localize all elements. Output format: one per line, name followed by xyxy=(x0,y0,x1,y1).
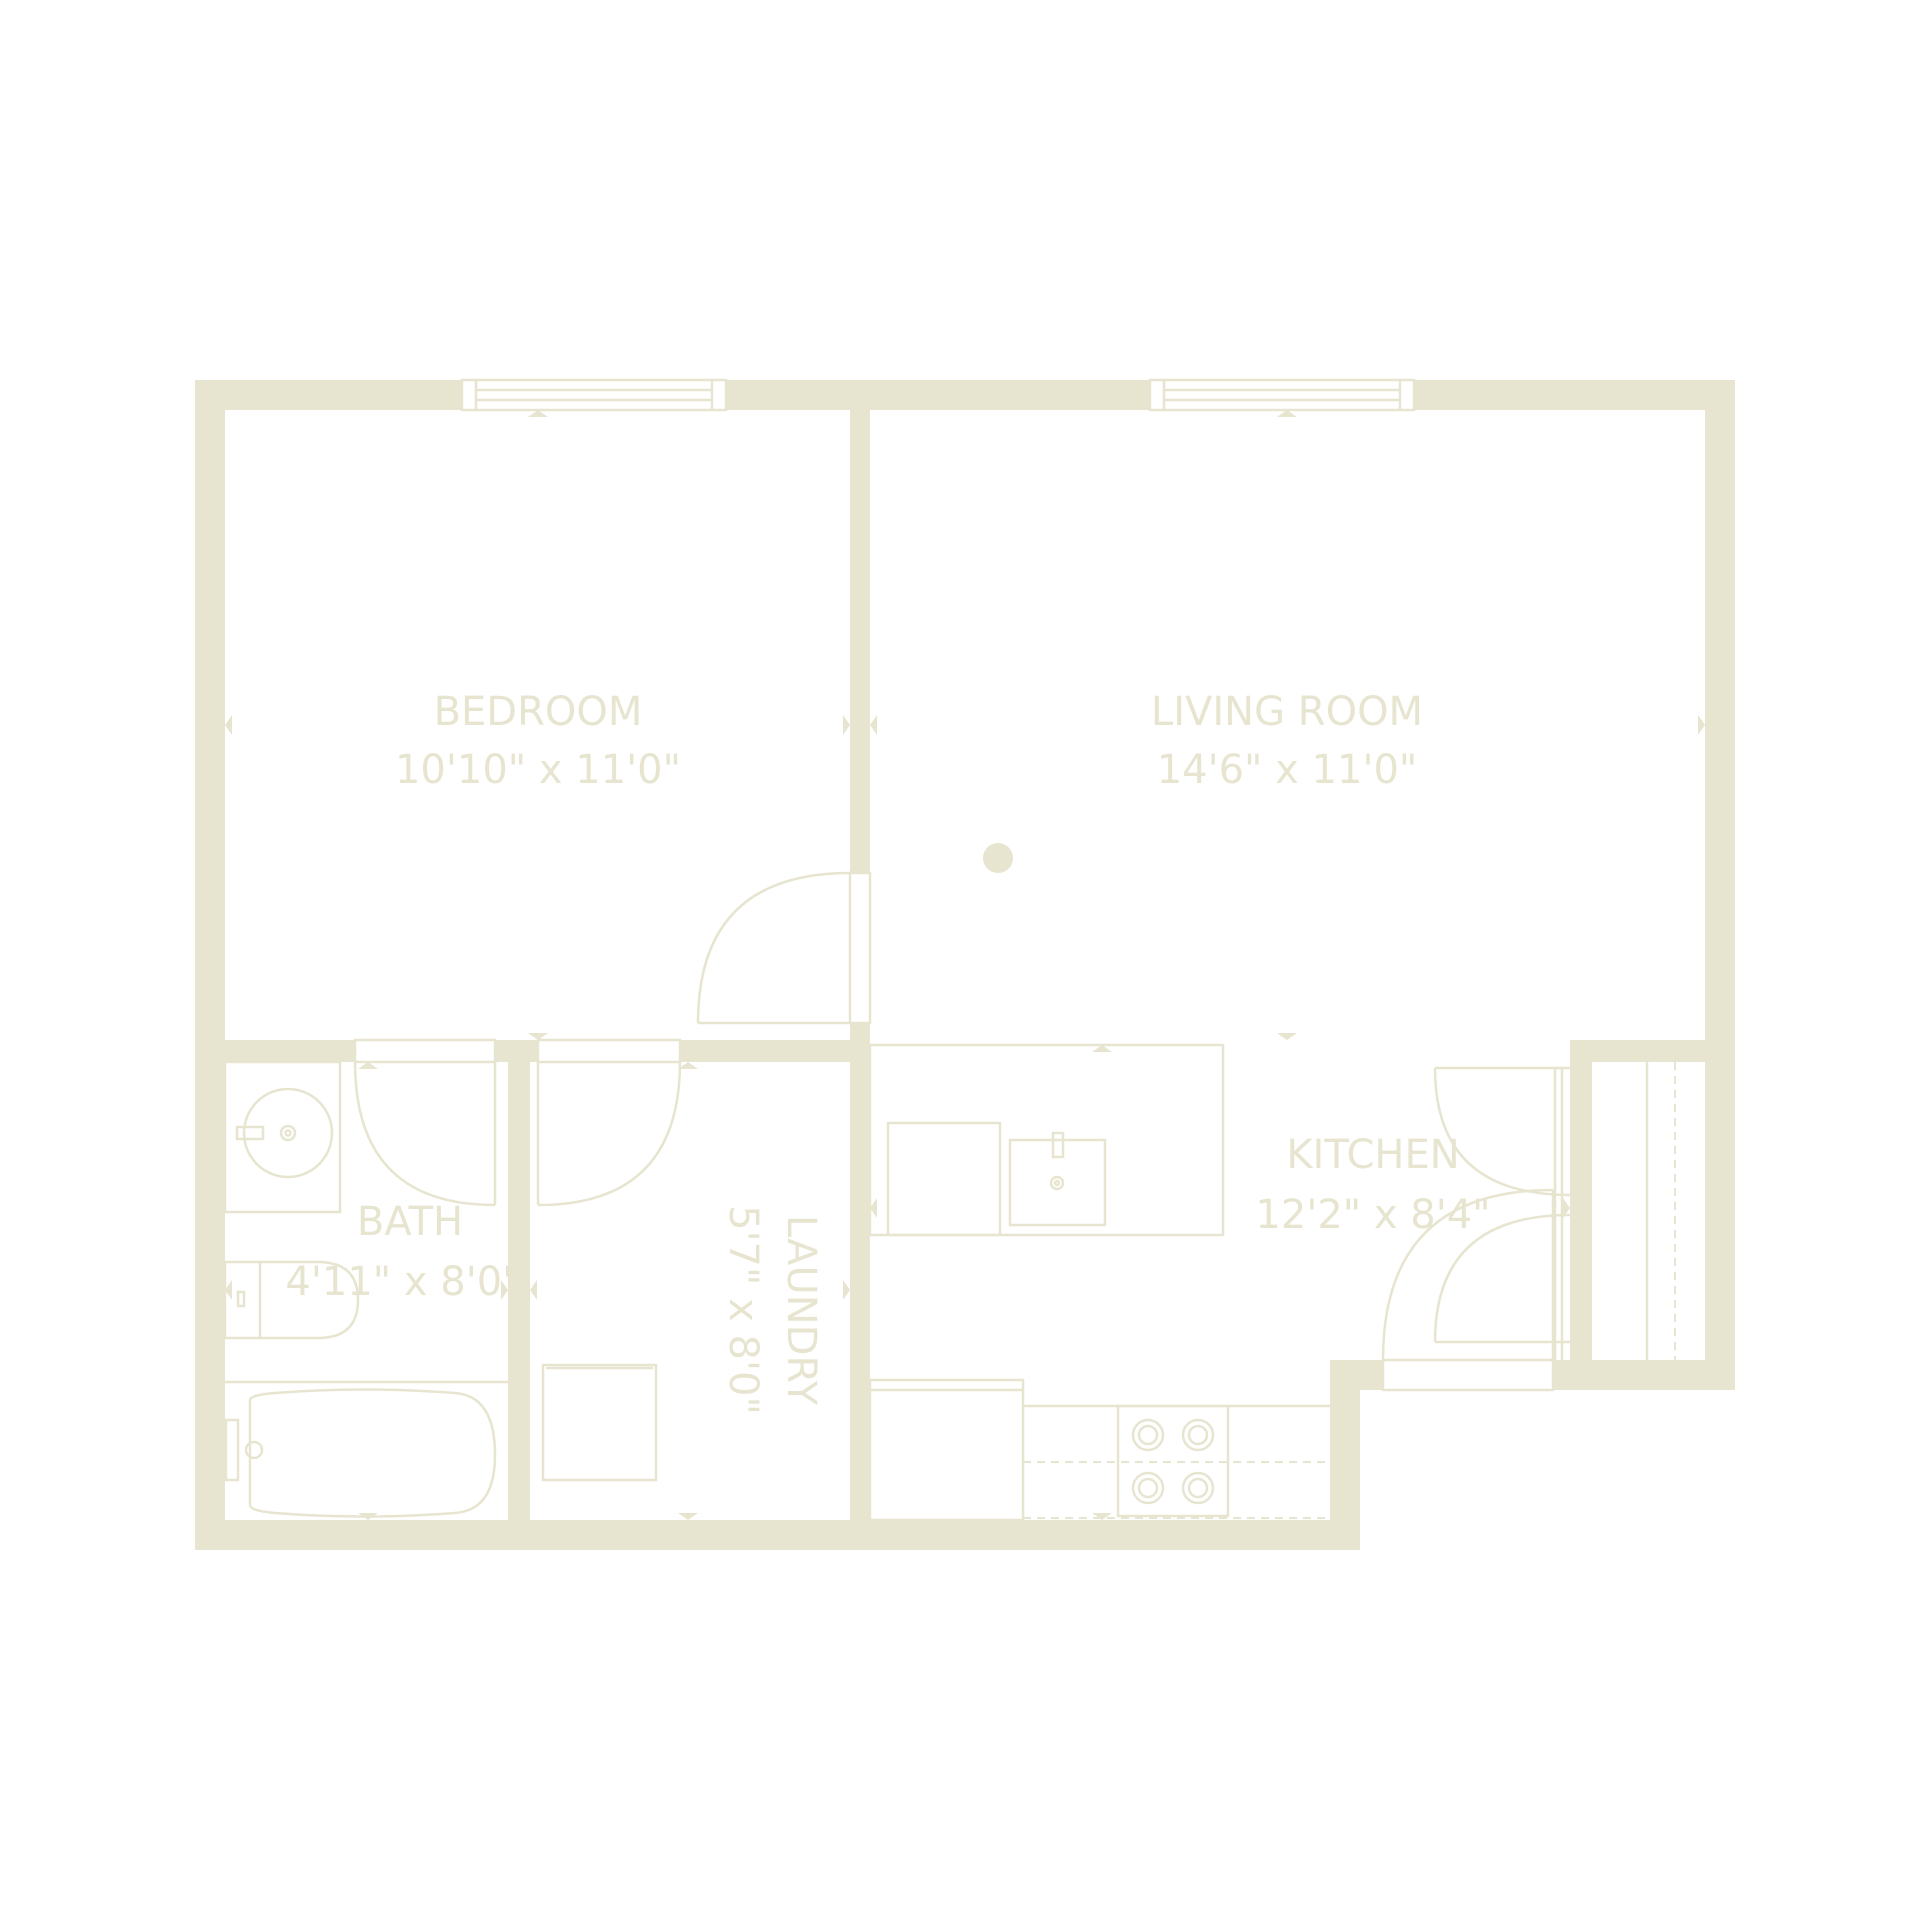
room-name-bedroom: BEDROOM xyxy=(434,689,643,735)
closet-shelf xyxy=(1645,1062,1676,1360)
room-name-laundry: LAUNDRY xyxy=(778,1215,824,1406)
closet-doors xyxy=(1433,1066,1571,1360)
room-name-living-room: LIVING ROOM xyxy=(1151,689,1423,735)
room-dims-laundry: 5'7" x 8'0" xyxy=(720,1205,766,1415)
room-dims-kitchen: 12'2" x 8'4" xyxy=(1255,1192,1490,1238)
outer-wall-top xyxy=(195,380,1735,410)
kitchen-notch-vertical xyxy=(1330,1360,1360,1550)
door-bedroom xyxy=(696,871,872,1025)
closet-wall-left xyxy=(1570,1040,1592,1360)
kitchen-island xyxy=(868,1043,1225,1237)
window-bedroom xyxy=(460,378,728,412)
wall-bath-laundry xyxy=(508,1040,530,1550)
room-name-kitchen: KITCHEN xyxy=(1286,1132,1459,1178)
dishwasher xyxy=(886,1121,1002,1237)
door-entry xyxy=(1381,1188,1555,1392)
toilet xyxy=(223,1260,360,1340)
outer-wall-left xyxy=(195,380,225,1550)
ceiling-light xyxy=(983,843,1013,873)
outer-wall-bottom xyxy=(195,1520,1360,1550)
window-living-room xyxy=(1148,378,1416,412)
kitchen-sink xyxy=(1008,1131,1107,1227)
stove xyxy=(1116,1404,1230,1518)
bathtub xyxy=(224,1380,508,1518)
washer-dryer xyxy=(541,1363,658,1482)
room-name-bath: BATH xyxy=(357,1199,463,1245)
kitchen-counter xyxy=(1023,1404,1330,1519)
room-dims-living-room: 14'6" x 11'0" xyxy=(1157,747,1418,793)
outer-wall-right xyxy=(1705,380,1735,1390)
wall-bedroom-bath xyxy=(195,1040,870,1062)
room-dims-bedroom: 10'10" x 11'0" xyxy=(395,747,681,793)
door-bath xyxy=(353,1038,497,1207)
dimension-markers xyxy=(225,410,1705,1520)
door-laundry xyxy=(536,1038,682,1207)
refrigerator xyxy=(868,1378,1025,1522)
bath-vanity xyxy=(223,1060,342,1214)
room-dims-bath: 4'11" x 8'0" xyxy=(285,1259,520,1305)
closet-wall-top xyxy=(1570,1040,1735,1062)
